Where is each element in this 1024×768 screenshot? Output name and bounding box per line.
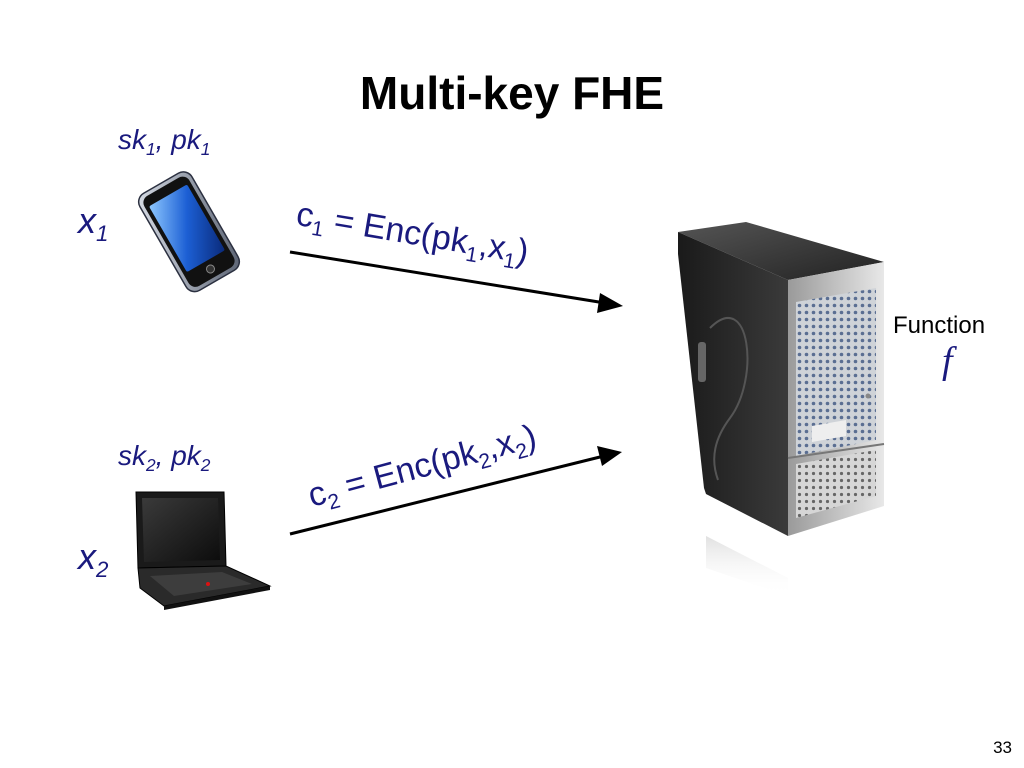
party2-input: x2 — [78, 536, 109, 582]
page-number: 33 — [993, 738, 1012, 757]
party2-keys: sk2, pk2 — [118, 440, 211, 476]
slide-title: Multi-key FHE — [359, 67, 665, 119]
party1-input: x1 — [78, 200, 109, 246]
party1-keys: sk1, pk1 — [118, 124, 211, 160]
laptop-icon — [135, 491, 272, 610]
server-tower-icon — [678, 222, 885, 596]
function-symbol: f — [942, 340, 953, 382]
smartphone-icon — [137, 171, 241, 293]
function-label: Function — [893, 312, 986, 339]
